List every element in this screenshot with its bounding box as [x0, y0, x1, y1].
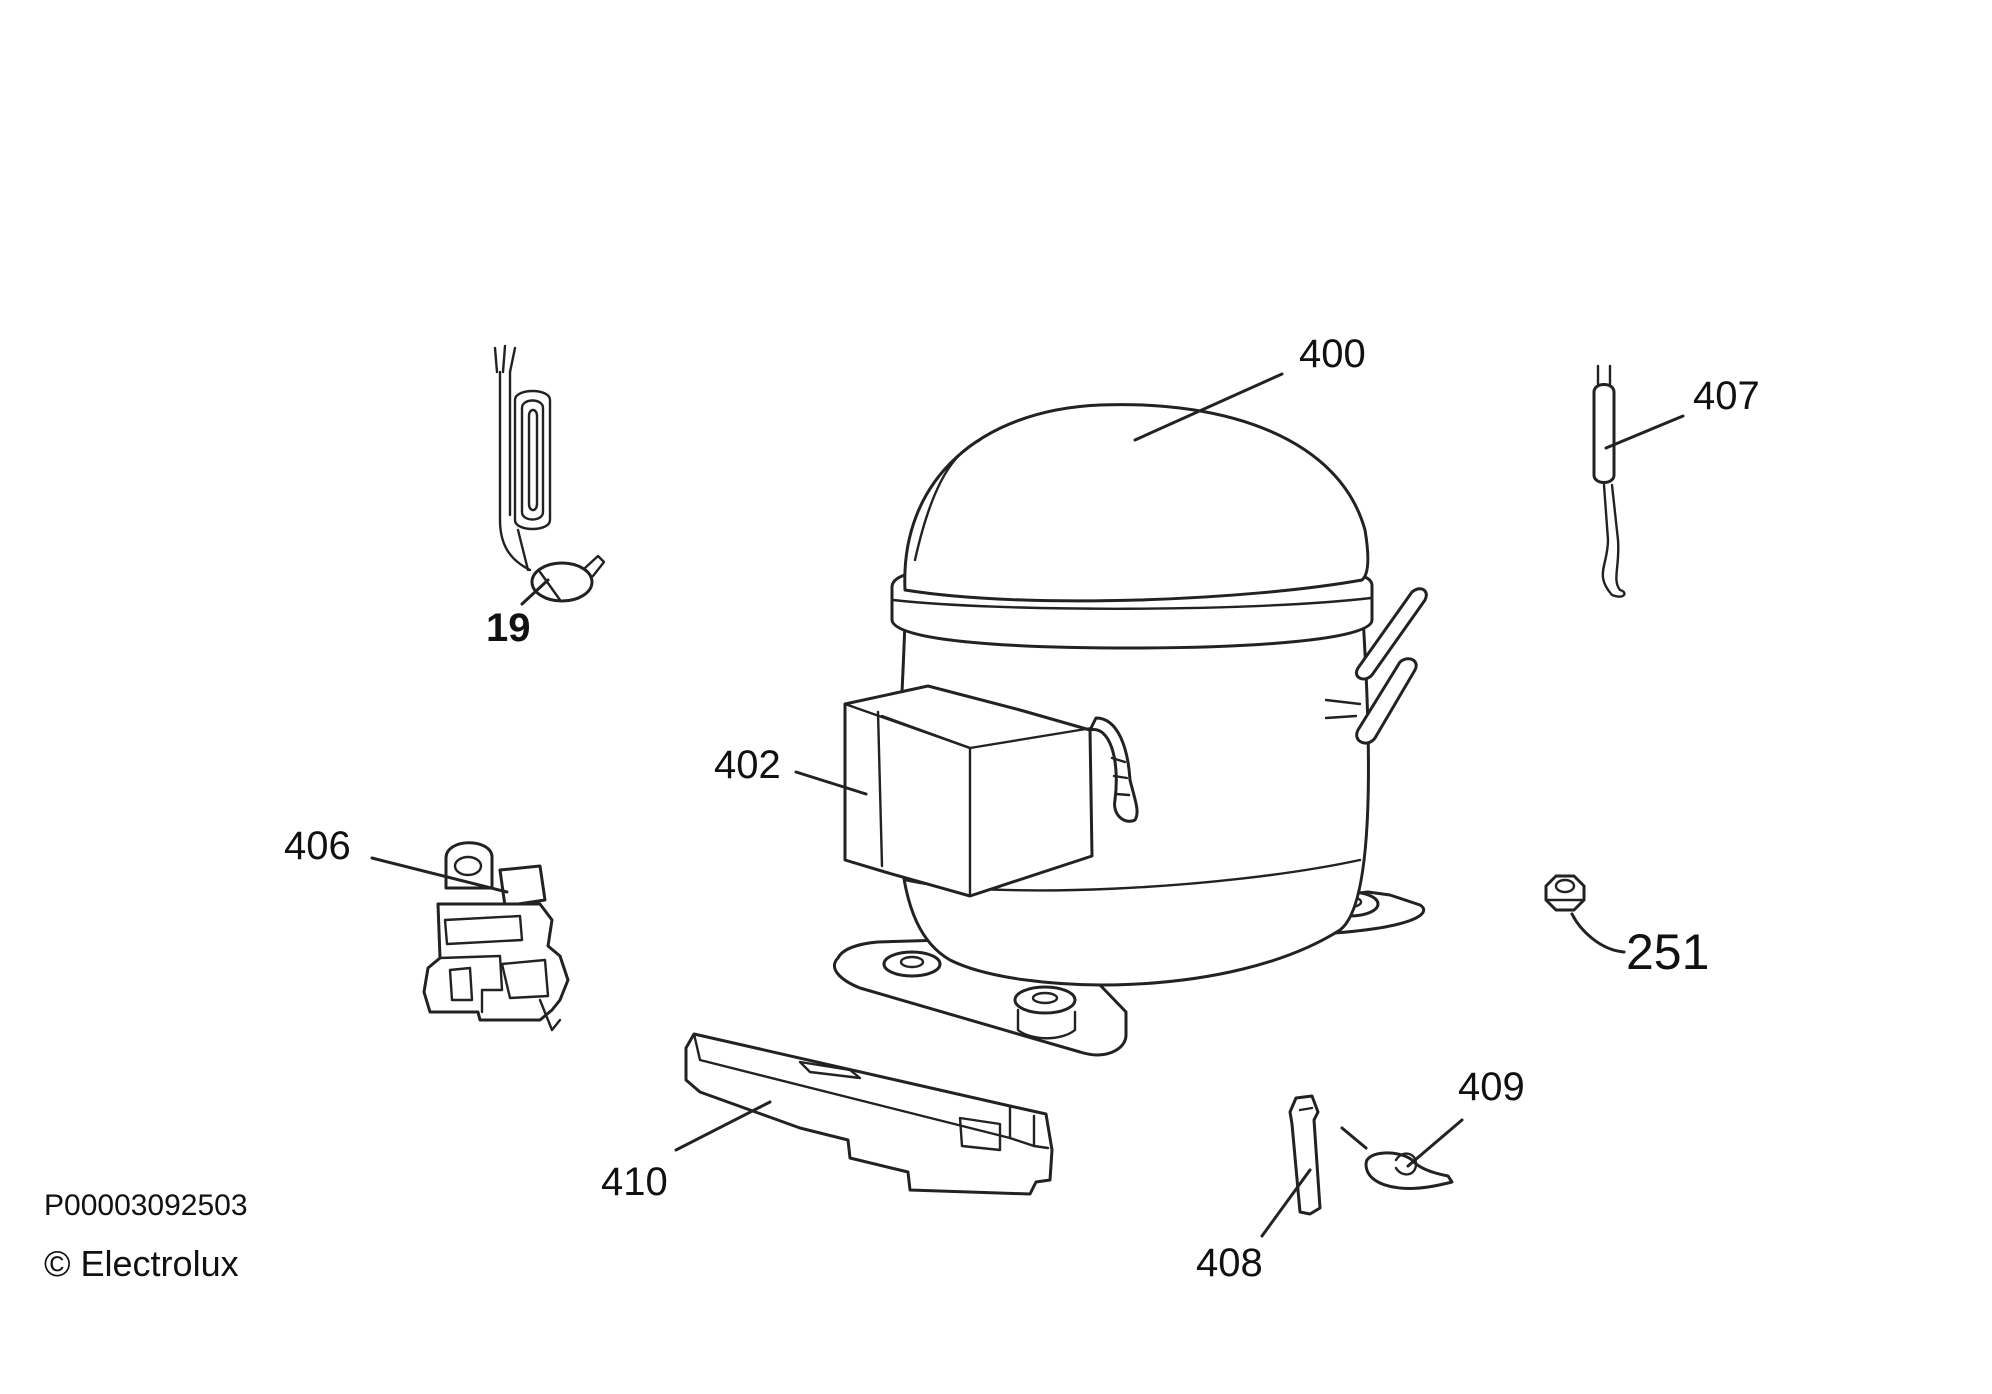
leader-410 — [674, 1100, 772, 1152]
leader-400 — [1133, 372, 1284, 442]
label-400: 400 — [1299, 332, 1366, 376]
part-402-terminal-box[interactable] — [843, 684, 1094, 898]
copyright-notice: © Electrolux — [44, 1243, 239, 1284]
leader-409-dash — [1340, 1126, 1368, 1150]
drawing-number: P00003092503 — [44, 1189, 248, 1222]
label-407: 407 — [1693, 374, 1760, 418]
label-19: 19 — [486, 606, 531, 650]
leader-402 — [794, 770, 868, 796]
leader-408 — [1260, 1168, 1312, 1238]
part-251-nut[interactable] — [1544, 874, 1586, 912]
part-406-relay[interactable] — [422, 841, 570, 1032]
label-408: 408 — [1196, 1241, 1263, 1285]
leader-407 — [1604, 414, 1685, 450]
label-251: 251 — [1626, 924, 1709, 980]
label-406: 406 — [284, 824, 351, 868]
label-410: 410 — [601, 1160, 668, 1204]
leader-251 — [1570, 912, 1626, 954]
part-408-connector[interactable] — [1288, 1094, 1322, 1216]
part-400-compressor[interactable] — [832, 403, 1428, 1057]
label-409: 409 — [1458, 1065, 1525, 1109]
leader-409 — [1406, 1118, 1464, 1168]
label-402: 402 — [714, 743, 781, 787]
part-409-clip[interactable] — [1364, 1151, 1454, 1190]
part-407-filter-drier[interactable] — [1592, 364, 1626, 598]
part-410-cover[interactable] — [684, 1032, 1054, 1196]
part-19-heater-coil[interactable] — [493, 344, 606, 606]
leader-406 — [370, 856, 509, 894]
